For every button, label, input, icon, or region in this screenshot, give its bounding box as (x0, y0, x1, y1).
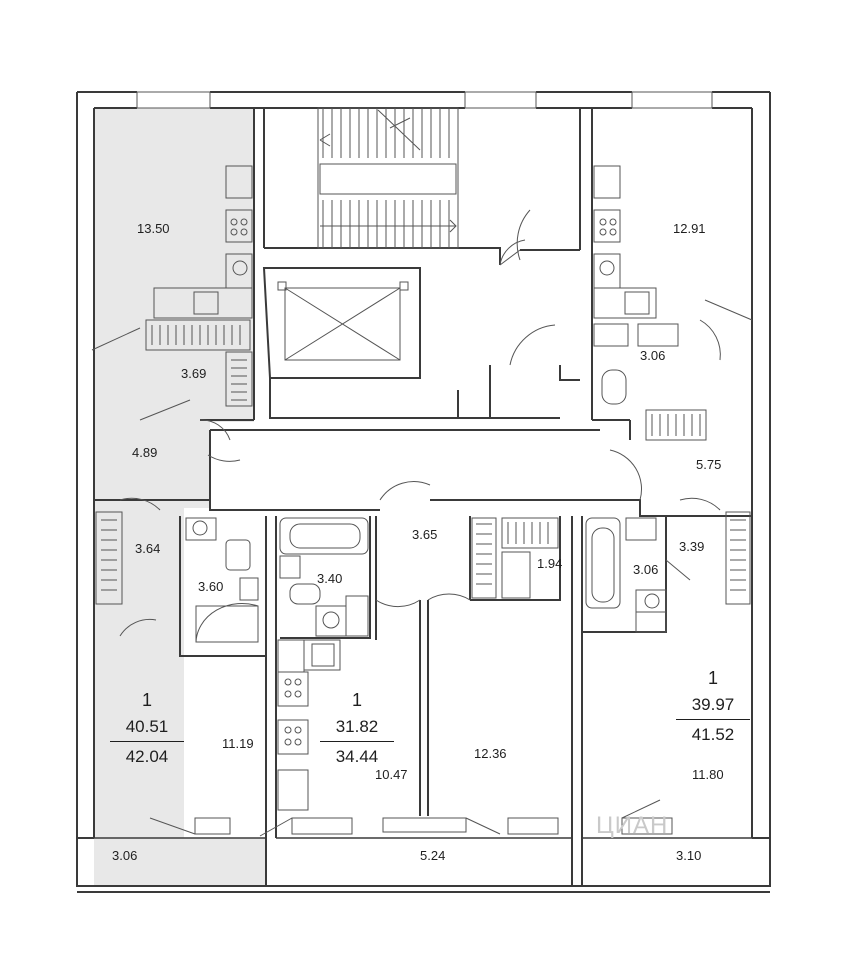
bathroom-fixtures (185, 323, 679, 643)
room-area-left-balcony: 3.06 (112, 848, 138, 863)
unit-left-area-total: 42.04 (125, 747, 169, 766)
unit-right-area-total: 41.52 (691, 725, 735, 744)
unit-right-rooms: 1 (707, 668, 718, 688)
watermark: ЦИАН (596, 812, 669, 839)
room-area-middle-bath: 3.40 (317, 571, 343, 586)
room-area-right-room: 11.80 (692, 767, 724, 782)
unit-left-rooms: 1 (141, 690, 152, 710)
kitchen-fixtures (153, 165, 657, 811)
outer-walls (76, 91, 771, 893)
wardrobes (95, 319, 751, 605)
room-area-left-bath: 3.60 (198, 579, 224, 594)
room-area-middle-hall: 3.65 (412, 527, 438, 542)
room-area-studio-room: 12.36 (474, 746, 507, 761)
room-area-left-corridor: 3.64 (135, 541, 161, 556)
room-area-left-room: 11.19 (222, 736, 254, 751)
room-area-right-hall: 5.75 (696, 457, 722, 472)
unit-left-summary: 1 40.51 42.04 (110, 690, 184, 767)
windows (136, 91, 713, 835)
unit-right-summary: 1 39.97 41.52 (676, 668, 750, 745)
room-area-right-corridor: 3.39 (679, 539, 705, 554)
unit-right-area-living: 39.97 (676, 695, 750, 720)
unit-middle-area-total: 34.44 (335, 747, 379, 766)
staircase (317, 107, 459, 249)
room-area-left-hall: 4.89 (132, 445, 158, 460)
unit-left-area-living: 40.51 (110, 717, 184, 742)
unit-middle-area-living: 31.82 (320, 717, 394, 742)
unit-middle-summary: 1 31.82 34.44 (320, 690, 394, 767)
room-area-studio-closet: 1.94 (537, 556, 563, 571)
room-area-right-balcony: 3.10 (676, 848, 702, 863)
doors (91, 209, 753, 837)
interior-walls (94, 108, 752, 886)
room-area-right-bath: 3.06 (633, 562, 659, 577)
room-area-right-kitchen: 12.91 (673, 221, 706, 236)
room-area-right-wc: 3.06 (640, 348, 666, 363)
unit-middle-rooms: 1 (351, 690, 362, 710)
room-area-middle-kitchen: 10.47 (375, 767, 408, 782)
room-area-middle-balcony: 5.24 (420, 848, 446, 863)
left-apartment-highlight (94, 108, 266, 886)
room-area-left-kitchen: 13.50 (137, 221, 170, 236)
elevator-shaft (277, 281, 409, 361)
room-area-left-wardrobe: 3.69 (181, 366, 207, 381)
